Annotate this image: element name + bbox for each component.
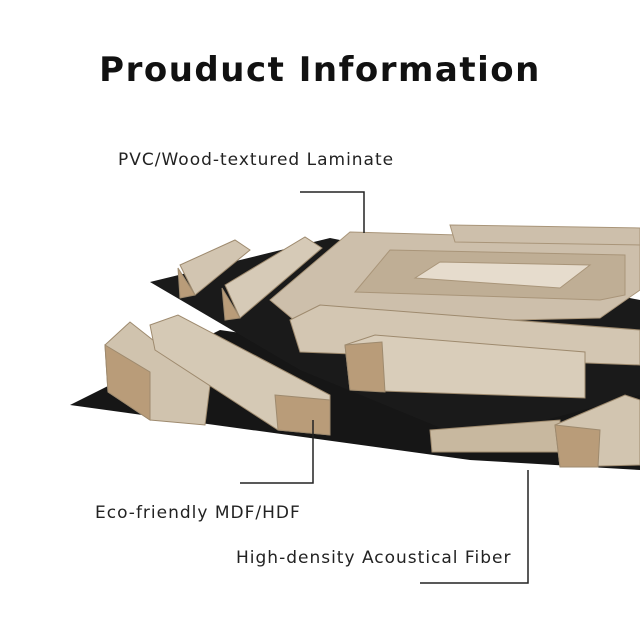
fiber-label: High-density Acoustical Fiber (236, 548, 512, 568)
wood-strips-lower (104, 314, 640, 468)
page-title: Prouduct Information (99, 50, 541, 90)
mdf-label: Eco-friendly MDF/HDF (95, 503, 301, 523)
wood-strips-upper (177, 236, 640, 399)
square-frame-panel (269, 224, 640, 326)
laminate-label: PVC/Wood-textured Laminate (118, 150, 395, 170)
fiber-callout-line (420, 470, 529, 584)
laminate-callout-line (300, 191, 365, 233)
mdf-callout-line (240, 420, 314, 484)
